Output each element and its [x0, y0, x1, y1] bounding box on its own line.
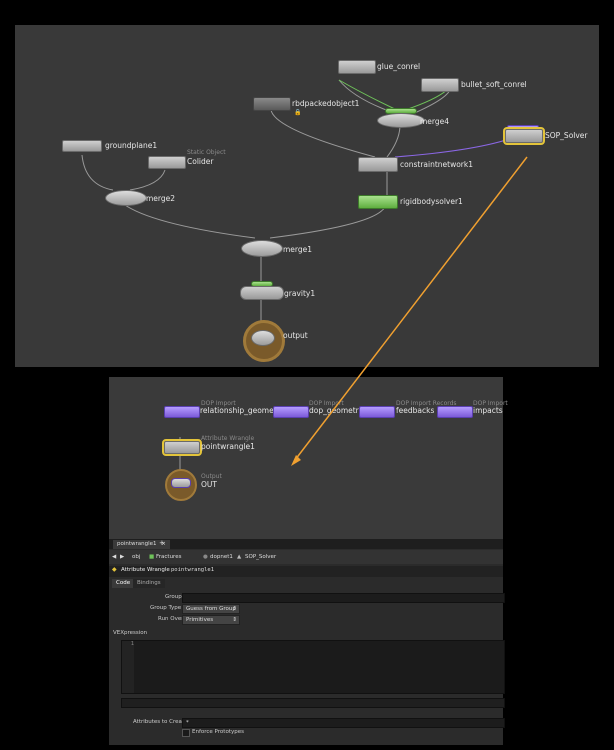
label-merge2: merge2	[146, 194, 176, 203]
label-rbdpackedobject1: rbdpackedobject1	[292, 99, 360, 108]
node-gravity1[interactable]	[240, 286, 284, 300]
add-tab-button[interactable]: +	[159, 539, 165, 547]
label-glue-conrel: glue_conrel	[377, 62, 421, 71]
enforce-prototypes-label: Enforce Prototypes	[192, 729, 244, 735]
label-colider-type: Static Object	[187, 149, 226, 156]
group-type-value: Guess from Group	[186, 606, 236, 612]
label-dop-geometry: dop_geometry	[309, 406, 364, 415]
bottom-network-editor[interactable]: DOP Import relationship_geometry DOP Imp…	[109, 377, 508, 539]
label-groundplane1: groundplane1	[105, 141, 158, 150]
attributes-label: Attributes to Create	[133, 719, 188, 725]
node-merge4[interactable]	[377, 113, 425, 128]
label-impacts: impacts	[473, 406, 503, 415]
label-colider: Colider	[187, 157, 214, 166]
path-obj[interactable]: obj	[132, 554, 141, 560]
dropdown-icon: ⇕	[232, 606, 237, 612]
node-groundplane1[interactable]	[62, 140, 102, 152]
node-feedbacks[interactable]	[359, 406, 395, 418]
label-merge4: merge4	[420, 117, 450, 126]
label-output: output	[283, 331, 308, 340]
label-out: OUT	[201, 480, 217, 489]
group-type-label: Group Type	[150, 605, 182, 611]
back-arrow-icon[interactable]: ◀	[112, 554, 117, 560]
label-rel-type: DOP Import	[201, 400, 236, 407]
fractures-icon: ■	[149, 554, 155, 560]
node-glue-conrel[interactable]	[338, 60, 376, 74]
node-output-core	[251, 330, 275, 346]
label-rigidbodysolver1: rigidbodysolver1	[400, 197, 463, 206]
run-over-value: Primitives	[186, 617, 214, 623]
node-dop-geometry[interactable]	[273, 406, 309, 418]
run-over-dropdown[interactable]: Primitives ⇕	[182, 615, 240, 625]
label-impacts-type: DOP Import	[473, 400, 508, 407]
node-relationship-geometry[interactable]	[164, 406, 200, 418]
label-merge1: merge1	[283, 245, 313, 254]
node-rigidbodysolver1[interactable]	[358, 195, 398, 209]
group-input[interactable]	[182, 593, 505, 603]
node-merge1[interactable]	[241, 240, 283, 257]
dropdown-icon: ⇕	[232, 617, 237, 623]
tab-code[interactable]: Code	[112, 579, 135, 588]
label-gravity1: gravity1	[284, 289, 316, 298]
group-type-dropdown[interactable]: Guess from Group ⇕	[182, 604, 240, 614]
vex-label: VEXpression	[113, 630, 148, 636]
node-pointwrangle1[interactable]	[162, 439, 202, 456]
path-bar: ◀ ▶ obj ■ Fractures ● dopnet1 ▲ SOP_Solv…	[109, 550, 503, 564]
parameter-panel: pointwrangle1 × + ◀ ▶ obj ■ Fractures ● …	[109, 539, 505, 745]
node-merge2[interactable]	[105, 190, 147, 206]
label-pointwrangle1: pointwrangle1	[201, 442, 255, 451]
label-bullet-soft-conrel: bullet_soft_conrel	[461, 80, 527, 89]
label-sop-solver: SOP_Solver	[545, 131, 588, 140]
line-number-gutter: 1	[122, 641, 134, 693]
dopnet-icon: ●	[203, 554, 208, 560]
line-number: 1	[130, 641, 134, 647]
run-over-label: Run Over	[158, 616, 184, 622]
node-bullet-soft-conrel[interactable]	[421, 78, 459, 92]
vex-code-editor[interactable]: 1	[121, 640, 505, 694]
node-header: ◆ Attribute Wrangle pointwrangle1	[109, 566, 503, 577]
tab-label: pointwrangle1	[117, 541, 157, 547]
close-icon[interactable]: ×	[161, 541, 166, 547]
top-wires	[81, 79, 521, 325]
tab-bindings[interactable]: Bindings	[133, 579, 165, 588]
node-name-field[interactable]: pointwrangle1	[171, 567, 215, 573]
enforce-prototypes-checkbox[interactable]	[182, 729, 190, 737]
node-colider[interactable]	[148, 156, 186, 169]
path-fractures[interactable]: Fractures	[156, 554, 182, 560]
node-impacts[interactable]	[437, 406, 473, 418]
label-feedbacks-type: DOP Import Records	[396, 400, 457, 407]
top-network-editor[interactable]: glue_conrel bullet_soft_conrel rbdpacked…	[15, 25, 599, 367]
node-type-label: Attribute Wrangle	[121, 567, 170, 573]
node-constraintnetwork1[interactable]	[358, 157, 398, 172]
label-feedbacks: feedbacks	[396, 406, 435, 415]
label-out-type: Output	[201, 473, 222, 480]
panel-tab-bar: pointwrangle1 × +	[109, 539, 503, 549]
tab-pointwrangle1[interactable]: pointwrangle1 ×	[113, 540, 170, 549]
label-relationship-geometry: relationship_geometry	[200, 406, 285, 415]
path-sop-solver[interactable]: SOP_Solver	[245, 554, 277, 560]
path-dopnet[interactable]: dopnet1	[210, 554, 233, 560]
node-out-core	[171, 478, 191, 488]
wrangle-icon: ◆	[112, 566, 117, 573]
node-rbdpackedobject1[interactable]	[253, 97, 291, 111]
sop-solver-icon: ▲	[237, 554, 242, 560]
node-sop-solver[interactable]	[503, 127, 545, 145]
vex-scrollbar[interactable]	[121, 698, 505, 708]
lock-icon: 🔒	[294, 109, 302, 116]
label-constraintnetwork1: constraintnetwork1	[400, 160, 474, 169]
group-label: Group	[165, 594, 182, 600]
attributes-input[interactable]: *	[182, 718, 505, 728]
label-dop-geo-type: DOP Import	[309, 400, 344, 407]
forward-arrow-icon[interactable]: ▶	[120, 554, 125, 560]
label-wrangle-type: Attribute Wrangle	[201, 435, 255, 442]
